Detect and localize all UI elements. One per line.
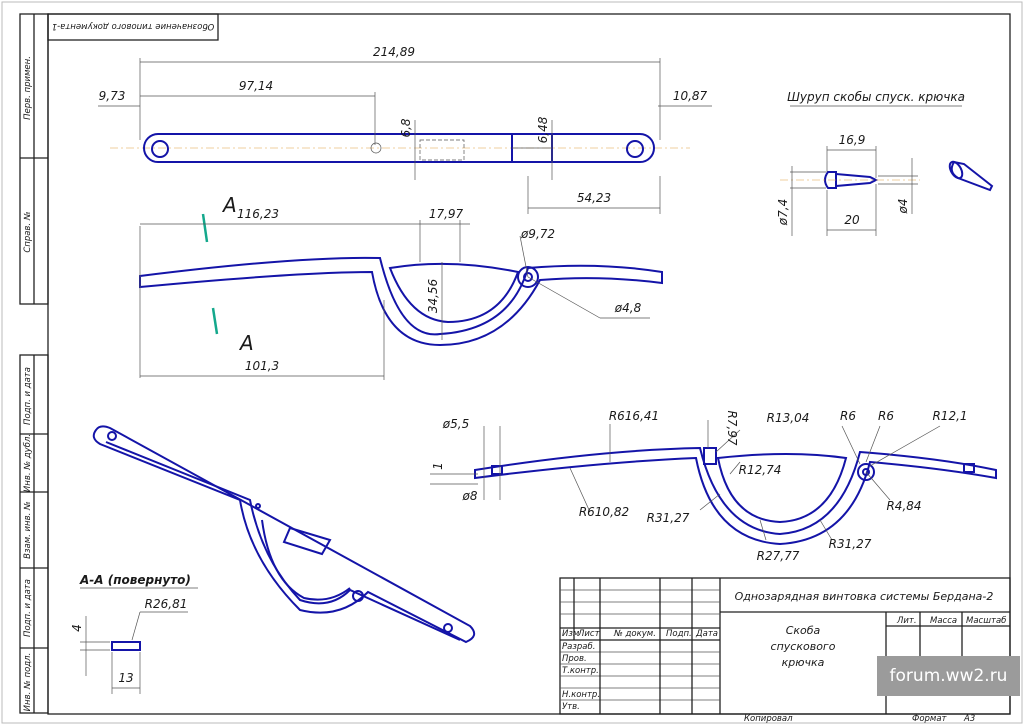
section-view: ø5,5 R616,41 R7,97 R13,04 R6 R6 R12,1 1 … [430, 409, 997, 563]
dim-boss-diameter: ø9,72 [520, 227, 555, 241]
format-value: А3 [963, 714, 975, 724]
part-name-line-3: крючка [782, 656, 825, 669]
dim-sec-radius-12-74: R12,74 [739, 463, 782, 477]
dim-overall-length: 214,89 [373, 45, 415, 59]
dim-loop-position: 101,3 [245, 359, 279, 373]
col-change: Изм [562, 629, 580, 639]
dim-slot-width-2: 6,48 [536, 116, 550, 143]
dim-hole-diameter: ø4,8 [614, 301, 642, 315]
forum-watermark: forum.ww2.ru [877, 656, 1020, 696]
dim-sec-small-hole: ø5,5 [442, 417, 469, 431]
dim-sec-thickness: 1 [431, 462, 445, 470]
side-label-sign-date-2: Подп. и дата [23, 579, 33, 637]
part-name-line-2: спускового [771, 640, 836, 653]
row-developed: Разраб. [562, 642, 595, 652]
dim-sec-radius-6b: R6 [878, 409, 894, 423]
dim-aa-thickness: 4 [70, 624, 84, 632]
section-aa: А-А (повернуто) R26,81 4 13 [70, 573, 198, 694]
row-tech-control: Т.контр. [562, 666, 599, 676]
section-mark-top: A [221, 193, 237, 217]
col-signature: Подп. [666, 629, 692, 639]
designation-stamp-text: Обозначение типового документа-1 [52, 21, 215, 31]
dim-sec-outer-radius: R616,41 [609, 409, 659, 423]
dim-aa-width: 13 [118, 671, 133, 685]
dim-sec-inner-radius: R610,82 [579, 505, 629, 519]
side-label-original-number: Инв. № подл. [23, 653, 33, 712]
format-label: Формат [912, 714, 948, 724]
top-view: 214,89 97,14 9,73 10,87 6,8 6,48 54,23 [98, 45, 712, 214]
col-sheet: Лист [577, 629, 601, 639]
row-norm-control: Н.контр. [562, 690, 600, 700]
designation-stamp: Обозначение типового документа-1 [47, 13, 219, 41]
dim-sec-radius-6a: R6 [840, 409, 856, 423]
lit-label: Лит. [896, 616, 917, 626]
drawing-frame [47, 13, 1011, 715]
scale-label: Масштаб [966, 616, 1006, 626]
row-checked: Пров. [562, 654, 587, 664]
iso-view [92, 425, 476, 644]
dim-screw-total: 20 [844, 213, 860, 227]
dim-sec-radius-12: R12,1 [932, 409, 967, 423]
dim-screw-length: 16,9 [839, 133, 866, 147]
dim-sec-slot-radius: R7,97 [725, 410, 739, 445]
project-title: Однозарядная винтовка системы Бердана-2 [735, 590, 994, 603]
dim-sec-radius-4: R4,84 [886, 499, 921, 513]
dim-center-offset: 97,14 [239, 79, 273, 93]
screw-title: Шуруп скобы спуск. крючка [787, 90, 965, 104]
dim-screw-shank: ø4 [896, 199, 910, 215]
dim-slot-offset: 54,23 [577, 191, 611, 205]
mass-label: Масса [930, 616, 957, 626]
col-doc-number: № докум. [613, 629, 656, 639]
dim-sec-counterbore: ø8 [462, 489, 478, 503]
dim-side-offset: 116,23 [237, 207, 279, 221]
title-block: Однозарядная винтовка системы Бердана-2 … [559, 577, 1011, 724]
side-label-first-use: Перв. примен. [23, 56, 33, 120]
screw-detail: Шуруп скобы спуск. крючка 16,9 20 ø7,4 ø… [776, 90, 994, 236]
copied-label: Копировал [744, 714, 793, 724]
dim-aa-radius: R26,81 [145, 597, 188, 611]
left-side-strip: Перв. примен. Справ. № Подп. и дата Инв.… [19, 13, 49, 714]
dim-left-end: 9,73 [99, 89, 126, 103]
dim-right-end: 10,87 [673, 89, 708, 103]
section-mark-bottom: A [238, 331, 254, 355]
section-aa-title: А-А (повернуто) [79, 573, 191, 587]
side-label-ref-number: Справ. № [23, 211, 33, 253]
side-label-sign-date-1: Подп. и дата [23, 367, 33, 425]
dim-sec-radius-13: R13,04 [767, 411, 810, 425]
side-label-dup-number: Инв. № дубл. [23, 434, 33, 492]
dim-sec-radius-31b: R31,27 [829, 537, 872, 551]
dim-screw-head: ø7,4 [776, 199, 790, 226]
part-name-line-1: Скоба [786, 624, 821, 637]
dim-loop-height: 34,56 [426, 278, 440, 313]
dim-slot-width-1: 6,8 [399, 118, 413, 137]
row-approved: Утв. [562, 702, 580, 712]
col-date: Дата [695, 629, 718, 639]
side-label-replace-number: Взам. инв. № [23, 501, 33, 559]
side-view: A A 116,23 17,97 ø9,72 34,56 ø4,8 101,3 [139, 193, 663, 380]
dim-sec-radius-27: R27,77 [757, 549, 800, 563]
dim-sec-radius-31a: R31,27 [647, 511, 690, 525]
dim-side-width: 17,97 [429, 207, 464, 221]
